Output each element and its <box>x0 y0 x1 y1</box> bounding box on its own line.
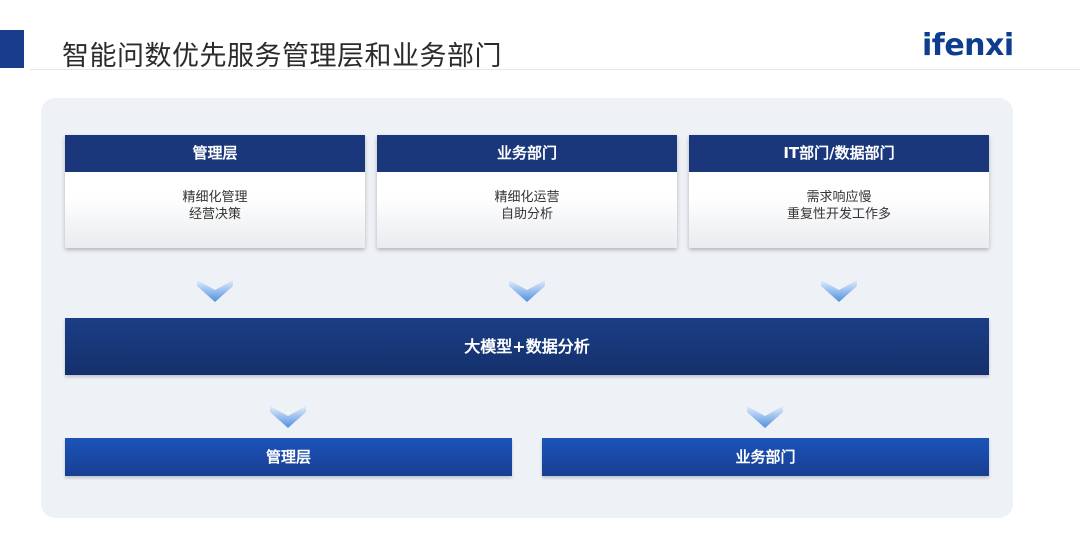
card-body: 需求响应慢 重复性开发工作多 <box>689 172 989 223</box>
card-title: 管理层 <box>65 135 365 172</box>
card-line: 精细化运营 <box>494 190 560 205</box>
down-arrow-icon <box>197 280 233 302</box>
down-arrow-icon <box>270 406 306 428</box>
title-divider <box>30 69 1080 70</box>
card-line: 精细化管理 <box>182 190 248 205</box>
title-accent-bar <box>0 30 24 68</box>
down-arrow-icon <box>821 280 857 302</box>
card-line: 自助分析 <box>500 207 553 222</box>
card-business: 业务部门 精细化运营 自助分析 <box>377 135 677 248</box>
card-it-data: IT部门/数据部门 需求响应慢 重复性开发工作多 <box>689 135 989 248</box>
page-title: 智能问数优先服务管理层和业务部门 <box>62 41 502 72</box>
card-title: 业务部门 <box>377 135 677 172</box>
card-management: 管理层 精细化管理 经营决策 <box>65 135 365 248</box>
card-line: 需求响应慢 <box>806 190 872 205</box>
card-body: 精细化运营 自助分析 <box>377 172 677 223</box>
down-arrow-icon <box>747 406 783 428</box>
ifenxi-logo: ifenxi <box>922 28 1014 63</box>
card-line: 经营决策 <box>188 207 241 222</box>
card-body: 精细化管理 经营决策 <box>65 172 365 223</box>
card-title: IT部门/数据部门 <box>689 135 989 172</box>
down-arrow-icon <box>509 280 545 302</box>
llm-data-analysis-bar: 大模型+数据分析 <box>65 318 989 375</box>
bottom-bar-management: 管理层 <box>65 438 512 476</box>
card-line: 重复性开发工作多 <box>786 207 891 222</box>
bottom-bar-business: 业务部门 <box>542 438 989 476</box>
